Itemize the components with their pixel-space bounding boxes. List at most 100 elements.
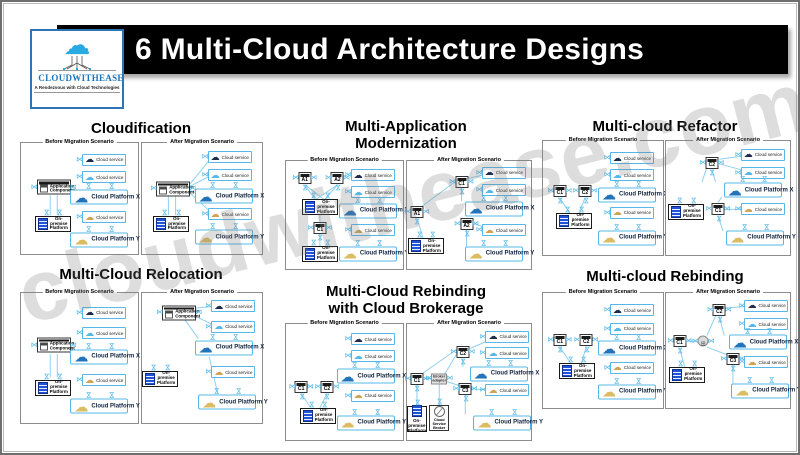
cloud-service-label: Cloud service bbox=[221, 172, 249, 178]
cloud-icon bbox=[602, 188, 616, 202]
cloud-platform-node: Cloud Platform X bbox=[70, 349, 140, 365]
window-icon bbox=[39, 342, 48, 351]
connector-icon bbox=[738, 176, 745, 183]
cloud-service-node: Cloud service bbox=[485, 347, 530, 359]
cloud-service-label: Cloud service bbox=[221, 154, 249, 160]
connector-icon bbox=[202, 154, 209, 161]
window-icon bbox=[165, 310, 174, 319]
connector-icon bbox=[565, 188, 572, 195]
cloud-service-label: Cloud service bbox=[96, 310, 124, 315]
server-icon bbox=[559, 214, 570, 227]
component-top-bar bbox=[713, 205, 723, 209]
cloud-service-node: Cloud service bbox=[609, 169, 654, 182]
connector-icon bbox=[604, 209, 611, 216]
connector-icon bbox=[667, 338, 674, 345]
cloud-icon bbox=[744, 205, 753, 214]
component-label: A1 bbox=[413, 210, 421, 217]
connector-icon bbox=[209, 333, 216, 340]
cloud-service-label: Cloud service bbox=[495, 227, 523, 233]
component-node: C1 bbox=[711, 203, 725, 216]
cloud-icon bbox=[613, 306, 622, 315]
cloud-service-label: Cloud service bbox=[364, 189, 392, 195]
app-body: Application Component bbox=[157, 184, 194, 195]
cloud-service-node: Cloud service bbox=[207, 151, 252, 164]
panel-title-cloudification: Cloudification bbox=[91, 120, 191, 137]
cloud-service-label: Cloud service bbox=[758, 321, 786, 327]
scenario-label: After Migration Scenario bbox=[693, 289, 763, 295]
connector-icon bbox=[76, 377, 83, 384]
connector-icon bbox=[42, 209, 49, 216]
cloud-icon bbox=[744, 150, 753, 159]
cloud-service-label: Cloud service bbox=[364, 172, 392, 178]
connector-icon bbox=[612, 180, 619, 187]
connector-icon bbox=[743, 328, 750, 335]
cloud-service-label: Cloud service bbox=[623, 326, 652, 332]
app-top-bar bbox=[158, 183, 189, 186]
connector-icon bbox=[501, 194, 508, 201]
connector-icon bbox=[604, 325, 611, 332]
connector-icon bbox=[202, 211, 209, 218]
broker-icon bbox=[433, 405, 445, 417]
connector-icon bbox=[209, 182, 216, 189]
connector-icon bbox=[564, 206, 571, 213]
server-icon bbox=[302, 409, 313, 422]
component-top-bar bbox=[296, 382, 306, 386]
connector-icon bbox=[510, 408, 517, 415]
cloud-service-label: Cloud service bbox=[754, 170, 782, 176]
connector-icon bbox=[547, 188, 554, 195]
on-premise-platform-node: On-premise Platform bbox=[34, 380, 71, 396]
server-icon bbox=[561, 365, 572, 378]
connector-icon bbox=[573, 188, 580, 195]
cloud-icon bbox=[747, 358, 756, 367]
cloud-icon bbox=[474, 367, 488, 381]
on-premise-label: On-premise Platform bbox=[682, 203, 702, 219]
connector-icon bbox=[345, 189, 352, 196]
connector-icon bbox=[353, 239, 360, 246]
component-node: C2 bbox=[320, 380, 334, 393]
cloud-icon bbox=[85, 173, 94, 182]
scenario-label: Before Migration Scenario bbox=[42, 139, 117, 145]
component-node: C1 bbox=[673, 335, 687, 348]
server-icon bbox=[670, 205, 681, 218]
connector-icon bbox=[476, 187, 483, 194]
cloud-service-node: Cloud service bbox=[211, 300, 256, 312]
connector-icon bbox=[556, 346, 563, 353]
connector-icon bbox=[351, 408, 358, 415]
component-label: C2 bbox=[708, 161, 716, 168]
component-node: C1 bbox=[410, 372, 424, 385]
connector-icon bbox=[725, 307, 732, 314]
component-label: C1 bbox=[316, 226, 324, 233]
app-label: Application Component bbox=[169, 184, 195, 195]
connector-icon bbox=[376, 196, 383, 203]
cloud-platform-node: Cloud Platform Y bbox=[464, 246, 534, 262]
connector-icon bbox=[323, 239, 330, 246]
cloud-platform-label: Cloud Platform Y bbox=[357, 419, 407, 426]
connector-icon bbox=[353, 196, 360, 203]
before-scenario: Before Migration ScenarioA1A2On-premise … bbox=[285, 157, 409, 270]
cloud-platform-label: Cloud Platform Y bbox=[91, 236, 140, 243]
connector-icon bbox=[690, 360, 697, 367]
cloud-platform-label: Cloud Platform Y bbox=[485, 250, 535, 257]
cloud-platform-label: Cloud Platform X bbox=[359, 207, 409, 214]
cloud-icon bbox=[354, 226, 363, 235]
scenario-label: Before Migration Scenario bbox=[42, 289, 117, 295]
connector-icon bbox=[325, 175, 332, 182]
cloud-service-node: Cloud service bbox=[350, 333, 395, 346]
cloud-service-node: Cloud service bbox=[82, 374, 127, 387]
connector-icon bbox=[76, 156, 83, 163]
connector-icon bbox=[468, 348, 475, 355]
component-label: C1 bbox=[298, 385, 305, 392]
component-top-bar bbox=[707, 158, 717, 162]
panel-title-multi-cloud-rebinding: Multi-cloud Rebinding bbox=[586, 268, 744, 285]
cloud-platform-node: Cloud Platform X bbox=[469, 366, 539, 382]
connector-icon bbox=[345, 336, 352, 343]
component-top-bar bbox=[728, 354, 738, 358]
cloud-platform-node: Cloud Platform Y bbox=[194, 229, 264, 245]
connector-icon bbox=[345, 392, 352, 399]
component-node: C2 bbox=[579, 334, 593, 347]
cloud-service-label: Cloud service bbox=[754, 206, 782, 212]
connector-icon bbox=[768, 376, 775, 383]
connector-icon bbox=[574, 337, 581, 344]
connector-icon bbox=[307, 383, 314, 390]
